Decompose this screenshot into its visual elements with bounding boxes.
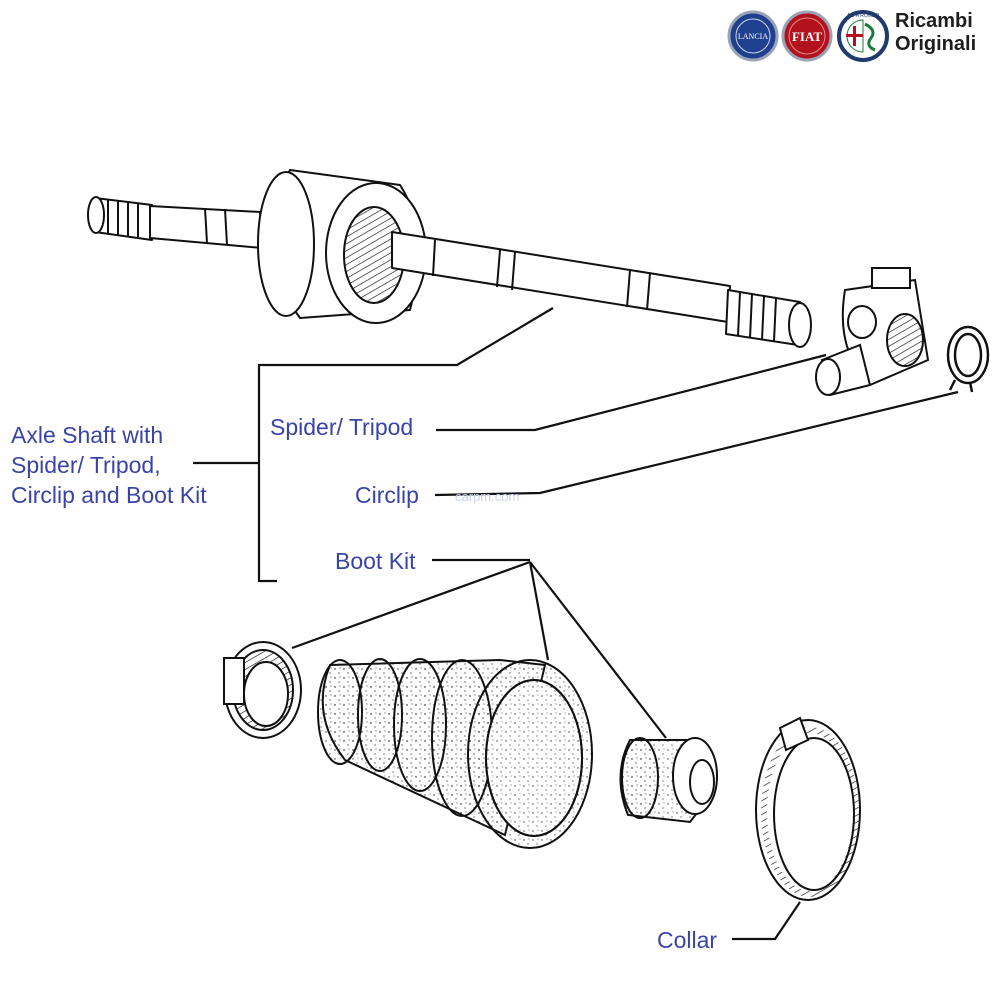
alfa-romeo-logo: ALFA ROMEO [837, 10, 889, 62]
fiat-logo-text: FIAT [792, 29, 822, 44]
lancia-logo: LANCIA [727, 10, 779, 62]
collar-leader [732, 901, 801, 941]
brand-logo-row: LANCIA FIAT ALFA ROMEO [727, 10, 889, 62]
spider-tripod-label: Spider/ Tripod [270, 414, 414, 440]
circlip-leader [434, 390, 959, 497]
collar-drawing [755, 716, 861, 901]
leader-lines [193, 307, 959, 941]
bootkit-leader-small-boot [529, 561, 667, 739]
brand-tagline-line2: Originali [895, 33, 977, 55]
assembly-label-line3: Circlip and Boot Kit [11, 482, 207, 508]
boot-kit-label: Boot Kit [335, 548, 416, 574]
assembly-label: Axle Shaft with Spider/ Tripod, Circlip … [11, 420, 207, 510]
assembly-label-line2: Spider/ Tripod, [11, 452, 161, 478]
assembly-label-line1: Axle Shaft with [11, 422, 164, 448]
small-clamp-drawing [223, 641, 302, 739]
assembly-leader [257, 307, 554, 583]
bootkit-leader-boot [528, 561, 550, 661]
alfa-romeo-logo-text: ALFA ROMEO [847, 13, 879, 19]
spider-leader [436, 353, 827, 432]
spider-tripod-drawing [815, 267, 930, 397]
small-boot-drawing [619, 737, 718, 824]
axle-shaft-drawing [87, 169, 812, 348]
watermark: carpm.com [455, 489, 520, 504]
circlip-label: Circlip [355, 482, 419, 508]
fiat-logo: FIAT [781, 10, 833, 62]
brand-tagline-line1: Ricambi [895, 10, 973, 32]
lancia-logo-text: LANCIA [738, 32, 768, 41]
collar-label: Collar [657, 927, 718, 953]
bootkit-leader-clamp [291, 560, 531, 650]
boot-drawing [317, 658, 593, 849]
circlip-drawing [946, 325, 990, 393]
brand-tagline: Ricambi Originali [895, 10, 976, 56]
